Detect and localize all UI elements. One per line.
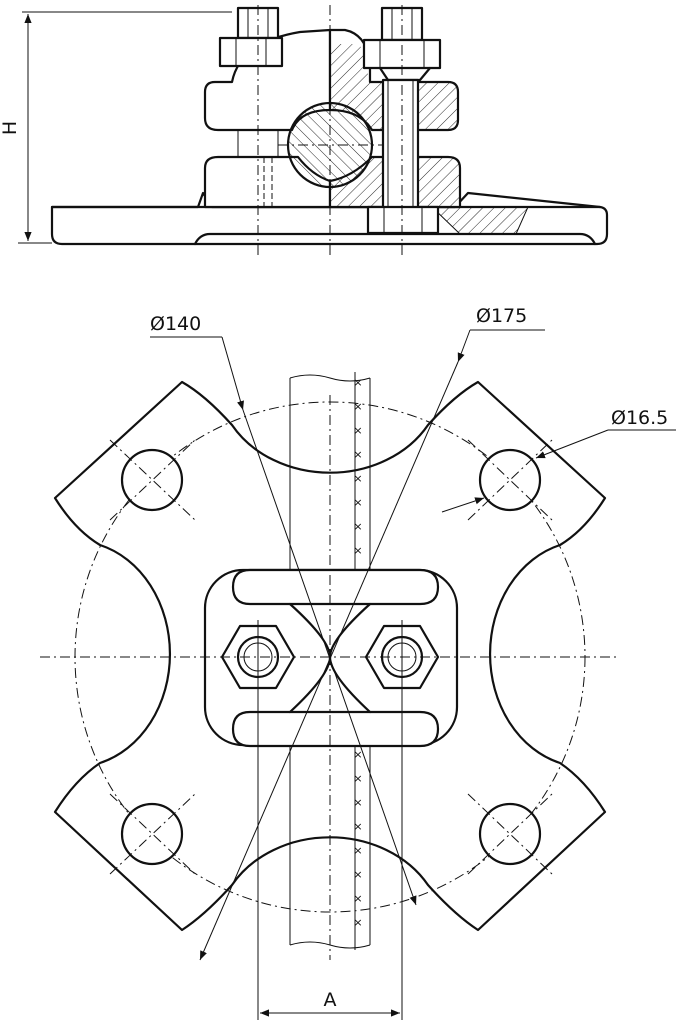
width-dimension: A (260, 989, 400, 1017)
left-bolt (218, 6, 284, 157)
top-view: × × × × × × × × × × × × × × × × (40, 305, 676, 1020)
svg-text:×: × (353, 472, 362, 485)
svg-text:×: × (353, 376, 362, 389)
mounting-holes (109, 439, 553, 875)
svg-text:×: × (353, 748, 362, 761)
dia-140-dimension: Ø140 (150, 313, 417, 906)
svg-text:×: × (353, 868, 362, 881)
rod-x-marks: × × × × × × × × × × × × × × × × (353, 376, 362, 929)
svg-text:×: × (353, 892, 362, 905)
svg-text:×: × (353, 916, 362, 929)
svg-text:×: × (353, 772, 362, 785)
svg-text:×: × (353, 424, 362, 437)
front-centerlines (257, 5, 403, 255)
height-dimension: H (0, 11, 232, 244)
front-section-view: H (0, 5, 609, 255)
svg-text:×: × (353, 400, 362, 413)
upper-clamp (203, 28, 460, 132)
svg-text:×: × (353, 820, 362, 833)
svg-text:×: × (353, 844, 362, 857)
svg-text:×: × (353, 496, 362, 509)
dia-140-label: Ø140 (150, 313, 201, 335)
svg-text:×: × (353, 448, 362, 461)
svg-text:×: × (353, 544, 362, 557)
dia-175-dimension: Ø175 (199, 305, 545, 961)
width-dimension-label: A (324, 989, 337, 1011)
svg-text:×: × (353, 520, 362, 533)
dia-175-label: Ø175 (476, 305, 527, 327)
dia-16-5-label: Ø16.5 (611, 407, 668, 429)
top-centerlines (40, 395, 620, 1020)
svg-text:×: × (353, 796, 362, 809)
height-dimension-label: H (0, 121, 21, 135)
dia-16-5-dimension: Ø16.5 (441, 407, 676, 513)
